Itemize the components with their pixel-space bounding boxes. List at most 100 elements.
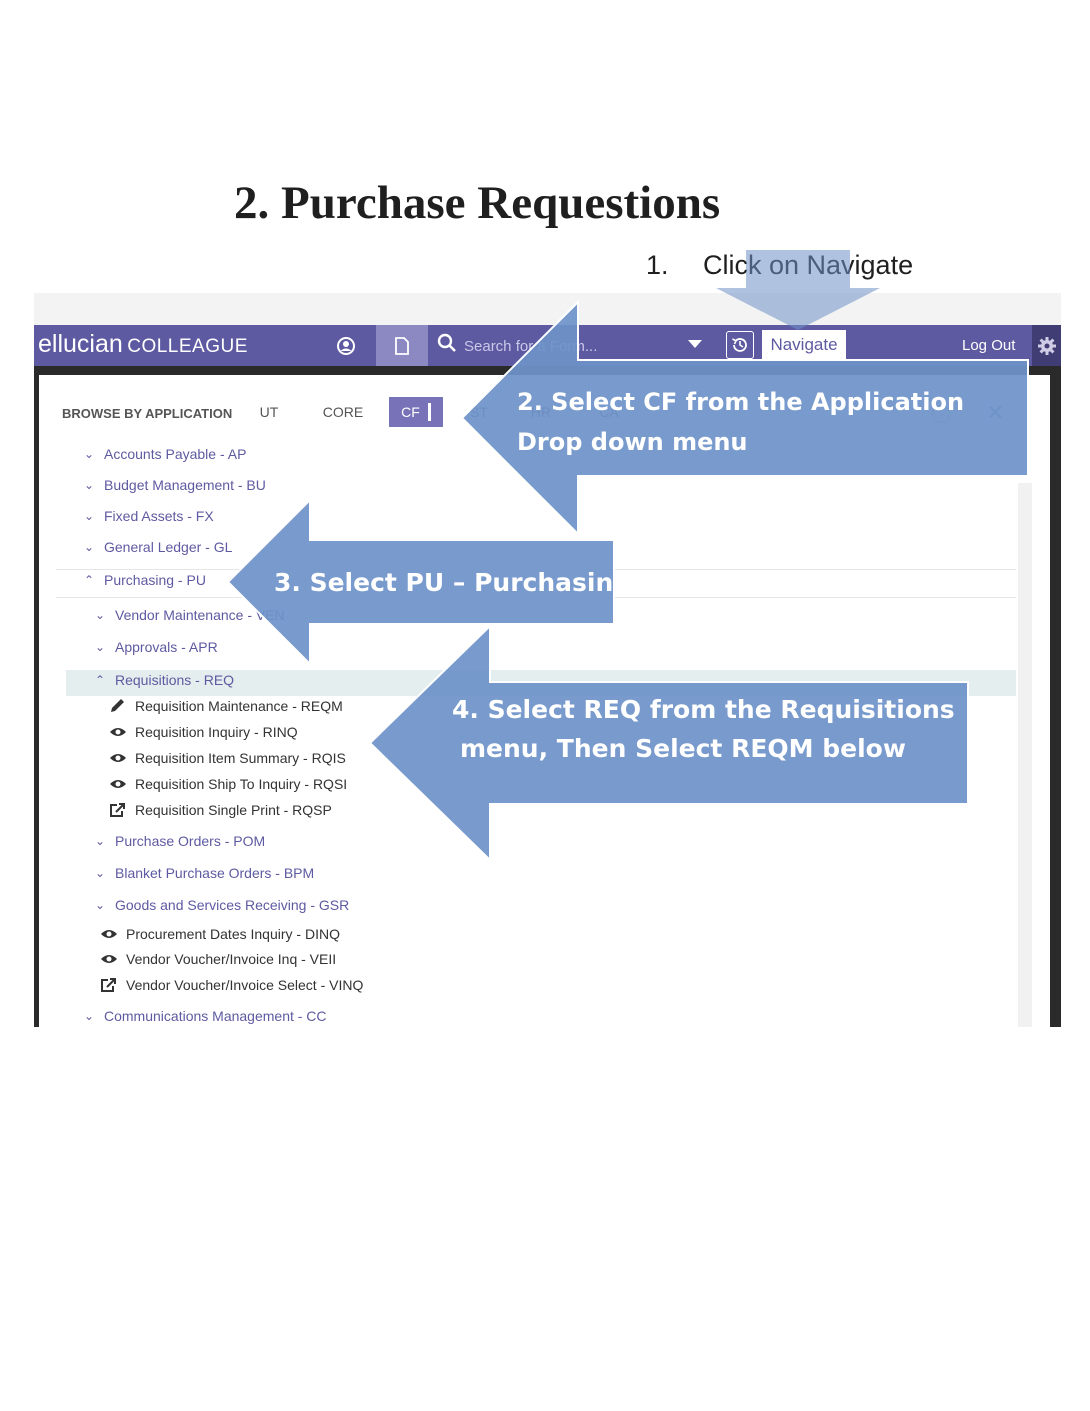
panel-border-left (34, 366, 39, 1027)
tree-item-label: Requisition Single Print - RQSP (135, 802, 332, 818)
export-icon (109, 802, 135, 818)
browser-strip (34, 293, 1061, 325)
chevron-up-icon: ⌃ (95, 673, 106, 687)
tree-item-blanket-purchase-orders[interactable]: ⌄ Blanket Purchase Orders - BPM (95, 865, 314, 881)
eye-icon (109, 726, 135, 738)
tree-item-requisition-maintenance[interactable]: Requisition Maintenance - REQM (109, 698, 343, 714)
gear-icon (1037, 336, 1056, 355)
export-icon (100, 977, 126, 993)
tree-item-requisitions[interactable]: ⌃ Requisitions - REQ (95, 672, 234, 688)
tree-item-vendor-voucher-inq[interactable]: Vendor Voucher/Invoice Inq - VEII (100, 951, 336, 967)
step4-line1: 4. Select REQ from the Requisitions (452, 695, 955, 724)
settings-button[interactable] (1032, 325, 1061, 366)
tree-item-goods-services-receiving[interactable]: ⌄ Goods and Services Receiving - GSR (95, 897, 349, 913)
app-tab-ut[interactable]: UT (259, 404, 279, 420)
step1-number: 1. (646, 250, 669, 280)
tree-item-label: Requisition Inquiry - RINQ (135, 724, 298, 740)
tree-item-label: Vendor Maintenance - VEN (115, 607, 285, 623)
tree-item-label: Blanket Purchase Orders - BPM (115, 865, 315, 881)
app-tab-core[interactable]: CORE (322, 404, 364, 420)
chevron-down-icon: ⌄ (95, 866, 106, 880)
step2-line1: 2. Select CF from the Application (517, 388, 965, 416)
eye-icon (100, 953, 126, 965)
tree-item-vendor-maintenance[interactable]: ⌄ Vendor Maintenance - VEN (95, 607, 285, 623)
chevron-down-icon: ⌄ (84, 478, 95, 492)
tree-item-fixed-assets[interactable]: ⌄ Fixed Assets - FX (84, 508, 214, 524)
search-icon (437, 333, 456, 352)
step4-callout-text: 4. Select REQ from the Requisitions menu… (452, 690, 955, 768)
chevron-down-icon: ⌄ (95, 834, 106, 848)
tree-item-label: Purchase Orders - POM (115, 833, 266, 849)
ellucian-logo[interactable]: ellucian COLLEAGUE (38, 330, 248, 359)
chevron-down-icon: ⌄ (84, 1009, 95, 1023)
tree-item-label: Procurement Dates Inquiry - DINQ (126, 926, 340, 942)
panel-border-right (1050, 366, 1061, 1027)
tree-item-general-ledger[interactable]: ⌄ General Ledger - GL (84, 539, 232, 555)
tree-item-label: Requisition Item Summary - RQIS (135, 750, 346, 766)
step1-text: Click on Navigate (703, 250, 914, 280)
document-title: 2. Purchase Requestions (234, 177, 721, 229)
tree-item-label: Goods and Services Receiving - GSR (115, 897, 350, 913)
tree-item-procurement-dates-inquiry[interactable]: Procurement Dates Inquiry - DINQ (100, 926, 340, 942)
tree-item-label: Accounts Payable - AP (104, 446, 247, 462)
tree-item-label: Vendor Voucher/Invoice Select - VINQ (126, 977, 364, 993)
tree-item-accounts-payable[interactable]: ⌄ Accounts Payable - AP (84, 446, 246, 462)
tree-divider (56, 597, 1016, 598)
pencil-icon (109, 698, 135, 714)
history-button[interactable] (726, 331, 754, 359)
logout-link[interactable]: Log Out (962, 337, 1016, 354)
chevron-down-icon: ⌄ (95, 640, 106, 654)
search-dropdown-caret-icon[interactable] (688, 340, 702, 348)
form-mode-button[interactable] (376, 325, 428, 366)
user-profile-button[interactable] (326, 325, 366, 366)
form-search-input[interactable] (462, 332, 706, 360)
chevron-down-icon: ⌄ (84, 509, 95, 523)
tree-item-label: Requisition Maintenance - REQM (135, 698, 343, 714)
step3-callout-text: 3. Select PU – Purchasing (274, 568, 632, 597)
chevron-down-icon: ⌄ (84, 447, 95, 461)
close-panel-button[interactable]: ✕ (986, 401, 1005, 426)
app-tab-st[interactable]: ST (470, 404, 488, 420)
tree-item-label: Purchasing - PU (104, 572, 206, 588)
user-circle-icon (337, 336, 355, 355)
tree-item-label: Requisition Ship To Inquiry - RQSI (135, 776, 348, 792)
tree-item-requisition-item-summary[interactable]: Requisition Item Summary - RQIS (109, 750, 346, 766)
top-bar: ellucian COLLEAGUE Navigate Log Out (34, 325, 1061, 366)
panel-border-top (34, 366, 1061, 375)
app-tab-cf[interactable]: CF (389, 397, 443, 427)
history-icon (732, 338, 747, 352)
tree-item-requisition-inquiry[interactable]: Requisition Inquiry - RINQ (109, 724, 298, 740)
tree-item-label: Budget Management - BU (104, 477, 266, 493)
tree-item-label: Requisitions - REQ (115, 672, 235, 688)
eye-icon (109, 778, 135, 790)
tree-item-purchasing[interactable]: ⌃ Purchasing - PU (84, 572, 206, 588)
chevron-up-icon: ⌃ (84, 573, 95, 587)
tree-item-label: Approvals - APR (115, 639, 218, 655)
chevron-down-icon: ⌄ (95, 608, 106, 622)
panel-scrollbar[interactable] (1018, 483, 1032, 1027)
step1-instruction: 1. Click on Navigate (646, 250, 913, 281)
tree-item-budget-management[interactable]: ⌄ Budget Management - BU (84, 477, 266, 493)
brand-product: COLLEAGUE (127, 336, 248, 357)
tree-item-communications-management[interactable]: ⌄ Communications Management - CC (84, 1008, 327, 1024)
chevron-down-icon: ⌄ (95, 898, 106, 912)
tree-item-label: Fixed Assets - FX (104, 508, 214, 524)
document-icon (395, 336, 409, 355)
step4-line2: menu, Then Select REQM below (460, 734, 906, 763)
eye-icon (109, 752, 135, 764)
chevron-down-icon: ⌄ (84, 540, 95, 554)
navigate-button[interactable]: Navigate (762, 330, 846, 360)
tree-item-label: General Ledger - GL (104, 539, 233, 555)
tree-item-vendor-voucher-select[interactable]: Vendor Voucher/Invoice Select - VINQ (100, 977, 363, 993)
tree-item-approvals[interactable]: ⌄ Approvals - APR (95, 639, 218, 655)
tree-item-requisition-single-print[interactable]: Requisition Single Print - RQSP (109, 802, 332, 818)
tree-item-label: Communications Management - CC (104, 1008, 327, 1024)
tree-item-requisition-ship-to-inquiry[interactable]: Requisition Ship To Inquiry - RQSI (109, 776, 347, 792)
brand-main: ellucian (38, 330, 123, 358)
step2-line2: Drop down menu (517, 428, 748, 456)
eye-icon (100, 928, 126, 940)
tree-item-purchase-orders[interactable]: ⌄ Purchase Orders - POM (95, 833, 265, 849)
step2-callout-text: 2. Select CF from the Application Drop d… (517, 382, 964, 462)
tree-item-label: Vendor Voucher/Invoice Inq - VEII (126, 951, 337, 967)
browse-by-application-label: BROWSE BY APPLICATION (62, 406, 233, 421)
